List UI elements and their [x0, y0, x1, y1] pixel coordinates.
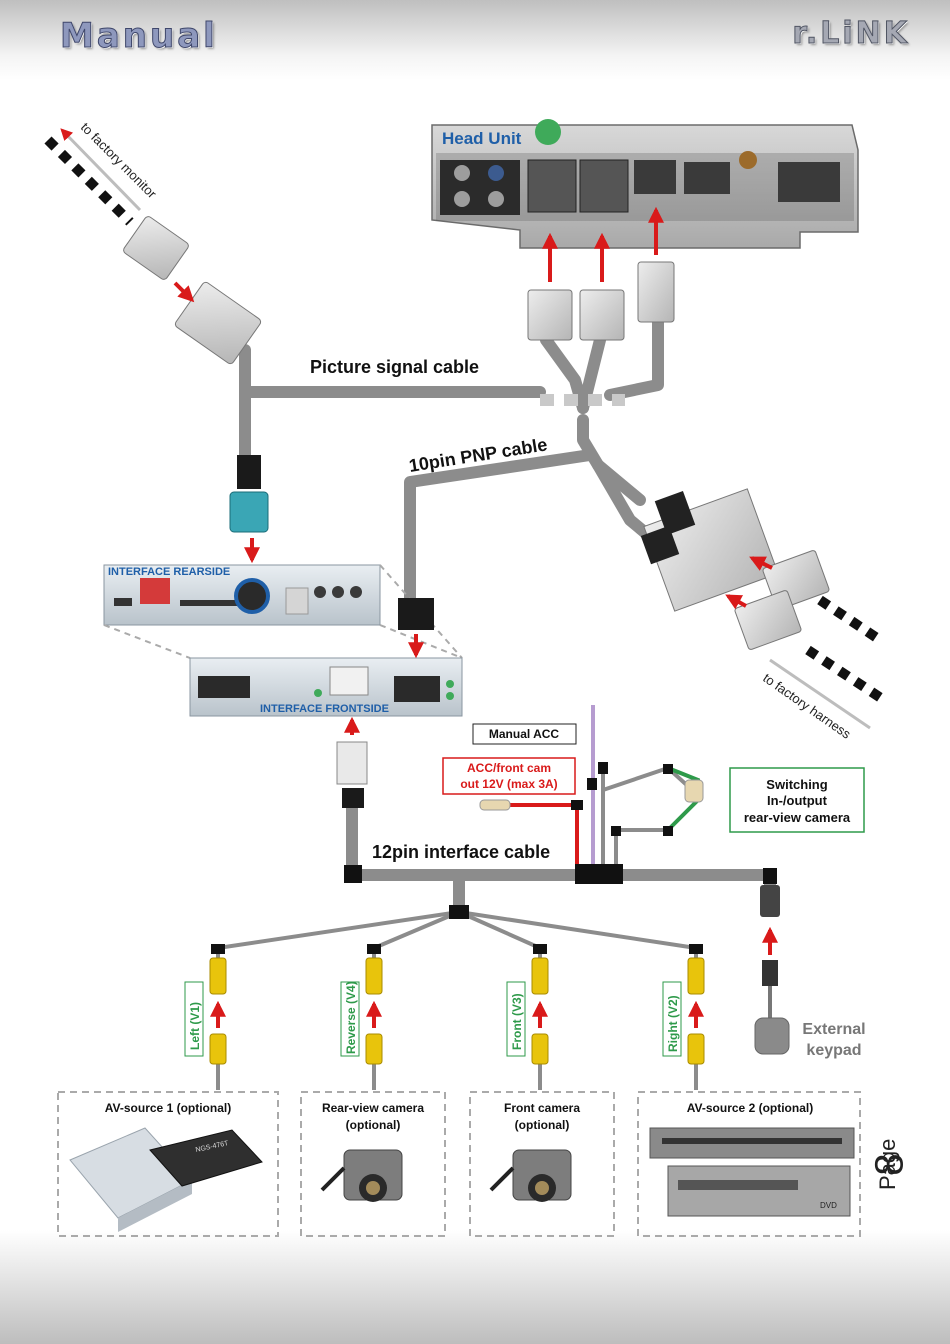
video-branches [216, 910, 698, 1090]
brand-manual: Manual [60, 16, 218, 57]
switching-label-1: Switching [766, 777, 827, 792]
reverse-v4-label: Reverse (V4) [344, 981, 358, 1054]
front-cam-label-2: (optional) [515, 1118, 570, 1132]
switching-label-3: rear-view camera [744, 810, 851, 825]
source-boxes [57, 1091, 861, 1237]
brand-rlink: r.LiNK [792, 16, 910, 52]
pnp-plug [398, 598, 434, 630]
harness-branch-c [604, 314, 664, 401]
interface-frontside [189, 657, 463, 717]
dvd-label: DVD [820, 1201, 837, 1210]
fakra-sleeve [237, 455, 261, 489]
rear-camera [320, 1149, 403, 1202]
av-source-2-device: DVD [649, 1127, 855, 1217]
head-unit-arrows [542, 206, 664, 282]
interface-plug-sleeve [342, 788, 364, 808]
fakra-connector [229, 491, 269, 533]
page-word: Page [875, 1138, 900, 1190]
interface-cable-label: 12pin interface cable [372, 842, 550, 862]
interface-connect-lines [103, 564, 463, 659]
manual-acc-label: Manual ACC [489, 727, 560, 741]
external-keypad [754, 868, 790, 1055]
harness-branch-b [577, 334, 606, 414]
acc-label-1: ACC/front cam [467, 761, 551, 775]
factory-direction-arrows [60, 128, 871, 730]
head-unit-plugs [527, 261, 675, 341]
footer-band [0, 1230, 950, 1344]
head-unit [431, 119, 859, 249]
manual-acc-box [472, 723, 577, 745]
keypad-label-1: External [802, 1021, 865, 1038]
rca-connectors [209, 944, 705, 1065]
av-source-2-label: AV-source 2 (optional) [687, 1101, 813, 1115]
rear-cam-label-2: (optional) [346, 1118, 401, 1132]
acc-box [442, 757, 576, 795]
pnp-cable [404, 449, 596, 606]
interface-plug [336, 741, 368, 785]
front-camera [489, 1149, 572, 1202]
front-cam-label-1: Front camera [504, 1101, 580, 1115]
rca-arrows [210, 1000, 704, 1028]
cable-joints [344, 762, 673, 919]
acc-plug [479, 799, 511, 811]
right-v2-label: Right (V2) [666, 995, 680, 1052]
left-v1-label: Left (V1) [188, 1002, 202, 1050]
head-unit-label: Head Unit [442, 129, 522, 148]
interface-frontside-label: INTERFACE FRONTSIDE [260, 703, 389, 715]
video-input-labels: Left (V1) Reverse (V4) Front (V3) Right … [184, 981, 682, 1057]
factory-dots [44, 136, 887, 705]
interface-rearside-label: INTERFACE REARSIDE [108, 566, 230, 578]
acc-label-2: out 12V (max 3A) [460, 777, 557, 791]
harness-block [640, 488, 830, 650]
cables [239, 314, 776, 918]
harness-arrows [725, 556, 773, 610]
switching-label-2: In-/output [767, 793, 828, 808]
front-branch [458, 910, 541, 950]
header-band [0, 0, 950, 80]
picture-signal-label: Picture signal cable [310, 357, 479, 377]
av-source-1-device: NGS-476T [69, 1127, 263, 1232]
monitor-connectors [123, 216, 262, 365]
switch-plug [684, 779, 704, 803]
keypad-label-2: keypad [806, 1042, 861, 1059]
av-source-1-label: AV-source 1 (optional) [105, 1101, 231, 1115]
front-v3-label: Front (V3) [510, 993, 524, 1050]
page-number-area: 8 Page [868, 1139, 913, 1220]
monitor-arrow [173, 281, 195, 303]
switching-box [729, 767, 865, 833]
rear-cam-label-1: Rear-view camera [322, 1101, 424, 1115]
